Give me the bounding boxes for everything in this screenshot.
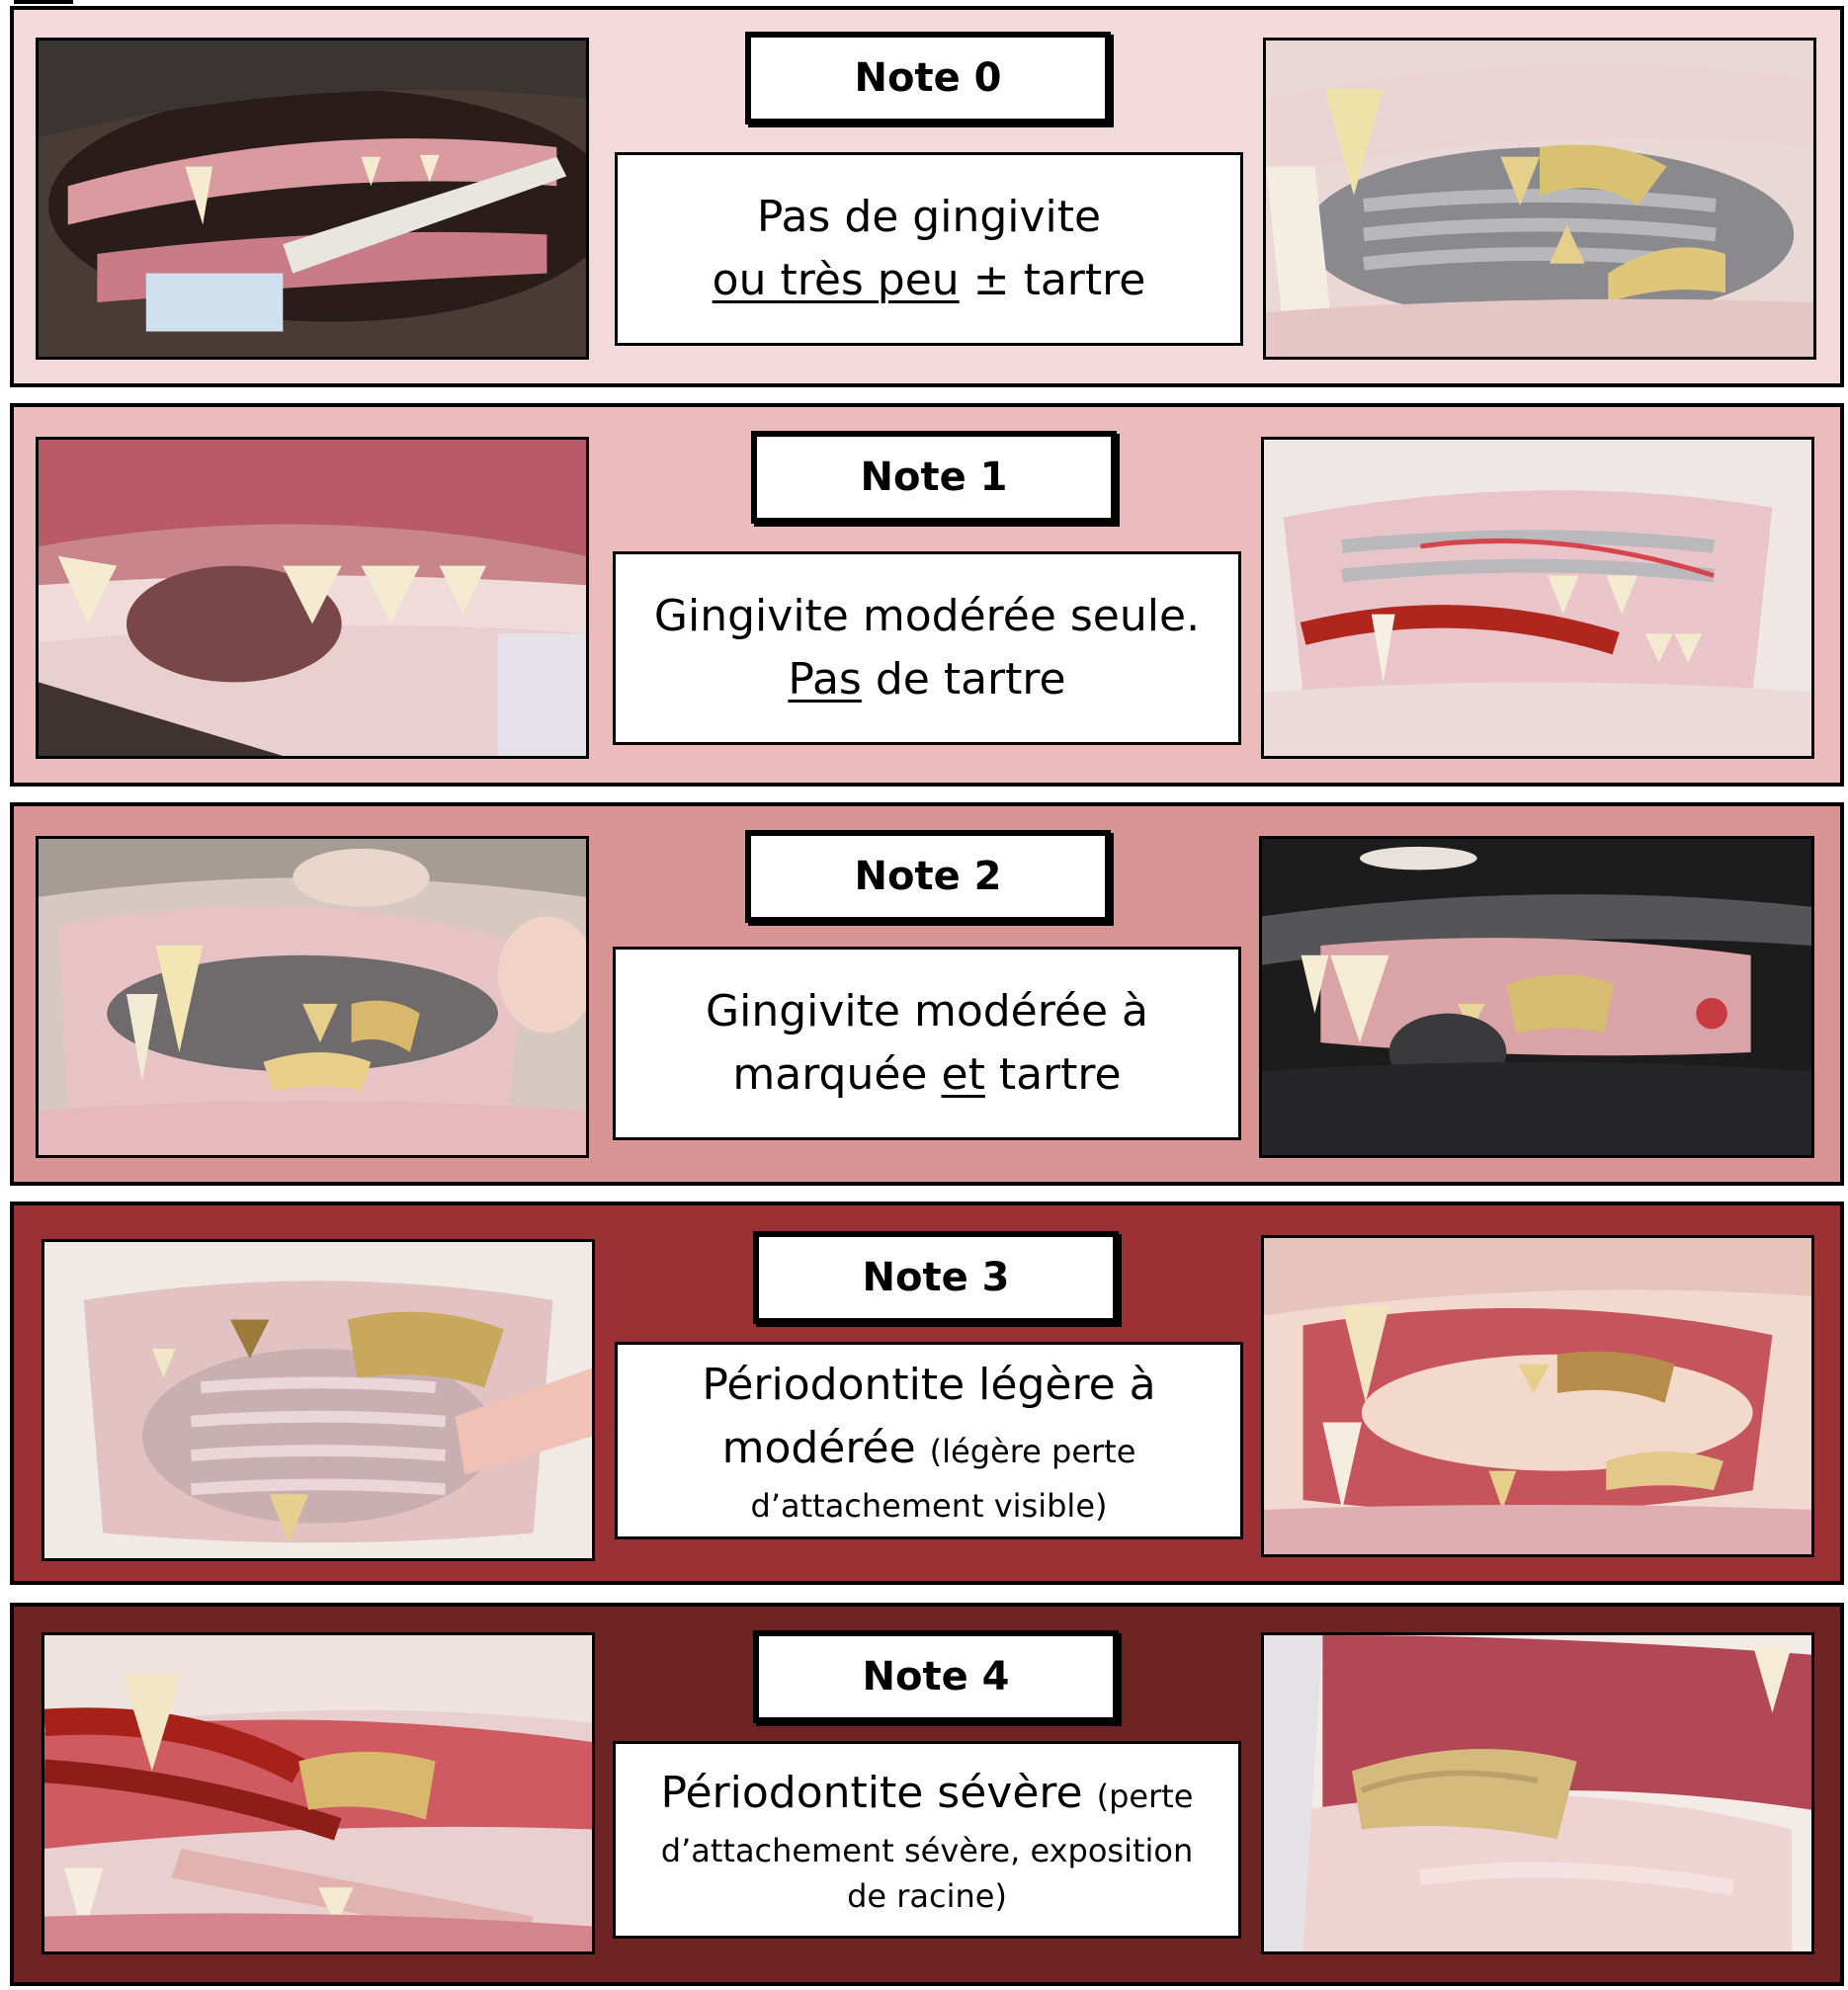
description-3-small: (légère perte <box>929 1432 1136 1470</box>
note-label-3: Note 3 <box>753 1231 1119 1324</box>
panel-note-0: Note 0 Pas de gingivite ou très peu ± ta… <box>10 6 1844 387</box>
photo-note-4-right <box>1261 1632 1814 1954</box>
plus-minus-symbol: ± <box>972 255 1010 305</box>
description-2-line1: Gingivite modérée à <box>706 986 1148 1036</box>
photo-note-0-left <box>36 38 589 360</box>
note-label-1: Note 1 <box>751 431 1117 524</box>
description-4-main: Périodontite sévère <box>660 1767 1083 1818</box>
description-1-rest: de tartre <box>875 654 1066 705</box>
description-2-underlined: et <box>941 1049 985 1100</box>
panel-note-1: Note 1 Gingivite modérée seule. Pas de t… <box>10 403 1844 787</box>
description-1-line2: Pas de tartre <box>788 648 1065 711</box>
description-0-line2: ou très peu ± tartre <box>713 249 1146 312</box>
description-0-rest: tartre <box>1023 255 1146 305</box>
description-3-line3: d’attachement visible) <box>750 1486 1108 1525</box>
description-2-start: marquée <box>732 1049 928 1100</box>
description-2-rest: tartre <box>998 1049 1122 1100</box>
photo-note-1-right <box>1261 437 1814 759</box>
description-1-line1: Gingivite modérée seule. <box>653 591 1201 641</box>
panel-note-3: Note 3 Périodontite légère à modérée (lé… <box>10 1202 1844 1585</box>
photo-note-2-right <box>1259 836 1814 1158</box>
description-4-line1: Périodontite sévère (perte <box>661 1762 1194 1828</box>
description-1: Gingivite modérée seule. Pas de tartre <box>613 551 1241 745</box>
description-4-small: (perte <box>1096 1777 1194 1815</box>
corner-mark <box>14 0 73 4</box>
description-3-line1: Périodontite légère à <box>702 1359 1156 1410</box>
description-0: Pas de gingivite ou très peu ± tartre <box>615 152 1243 346</box>
note-label-4: Note 4 <box>753 1630 1119 1723</box>
note-label-2: Note 2 <box>745 830 1111 923</box>
photo-note-3-right <box>1261 1235 1814 1557</box>
description-3-main: modérée <box>721 1422 916 1473</box>
description-2: Gingivite modérée à marquée et tartre <box>613 947 1241 1140</box>
photo-note-2-left <box>36 836 589 1158</box>
description-2-line2: marquée et tartre <box>732 1043 1121 1107</box>
note-label-0: Note 0 <box>745 32 1111 124</box>
photo-note-4-left <box>42 1632 595 1954</box>
photo-note-1-left <box>36 437 589 759</box>
description-4: Périodontite sévère (perte d’attachement… <box>613 1741 1241 1939</box>
description-0-line1: Pas de gingivite <box>756 192 1102 242</box>
description-1-underlined: Pas <box>788 654 862 705</box>
panel-note-2: Note 2 Gingivite modérée à marquée et ta… <box>10 802 1844 1186</box>
panel-note-4: Note 4 Périodontite sévère (perte d’atta… <box>10 1603 1844 1986</box>
description-4-line3: de racine) <box>847 1876 1007 1915</box>
description-3: Périodontite légère à modérée (légère pe… <box>615 1342 1243 1539</box>
description-0-underlined: ou très peu <box>712 255 960 305</box>
description-4-line2: d’attachement sévère, exposition <box>660 1831 1194 1869</box>
photo-note-3-left <box>42 1239 595 1561</box>
photo-note-0-right <box>1263 38 1816 360</box>
description-3-line2: modérée (légère perte <box>722 1417 1136 1483</box>
